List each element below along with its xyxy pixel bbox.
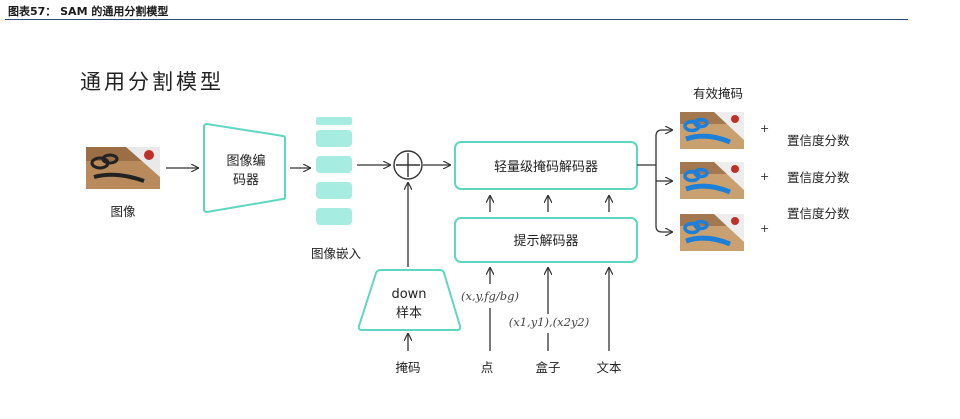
image-encoder-label-line1: 图像编 (226, 154, 265, 169)
confidence-score-2: 置信度分数 (787, 170, 850, 185)
downsample-label-line1: down (391, 287, 426, 302)
diagram-title: 通用分割模型 (80, 70, 224, 94)
output-mask-3 (680, 214, 744, 251)
confidence-score-3: 置信度分数 (787, 206, 850, 221)
input-image-label: 图像 (110, 204, 136, 219)
point-input-label: 点 (481, 360, 494, 375)
image-encoder-label-line2: 码器 (233, 173, 259, 188)
output-mask-1 (680, 112, 744, 149)
output-mask-2 (680, 162, 744, 199)
mask-decoder-label: 轻量级掩码解码器 (494, 160, 598, 175)
point-prompt-math: (x,y,fg/bg) (461, 289, 519, 303)
confidence-score-1: 置信度分数 (787, 133, 850, 148)
text-input-label: 文本 (596, 360, 622, 375)
output-branch-lines (637, 130, 672, 232)
box-input-label: 盒子 (535, 360, 560, 375)
mask-star-2: + (760, 170, 769, 183)
downsample-block (357, 269, 462, 331)
image-embedding-stack (316, 117, 352, 225)
mask-input-label: 掩码 (395, 360, 420, 375)
downsample-label-line2: 样本 (396, 306, 422, 321)
box-prompt-math: (x1,y1),(x2y2) (509, 315, 590, 329)
sum-node (393, 150, 423, 180)
mask-star-1: + (760, 122, 769, 135)
prompt-decoder-block (454, 217, 638, 263)
valid-masks-label: 有效掩码 (693, 86, 743, 101)
image-encoder-block (203, 122, 286, 214)
mask-star-3: + (760, 222, 769, 235)
input-image-thumbnail (84, 145, 162, 191)
figure-caption: 图表57： SAM 的通用分割模型 (8, 5, 169, 18)
prompt-decoder-label: 提示解码器 (513, 233, 578, 249)
image-embedding-label: 图像嵌入 (311, 246, 362, 261)
caption-divider (5, 19, 908, 20)
